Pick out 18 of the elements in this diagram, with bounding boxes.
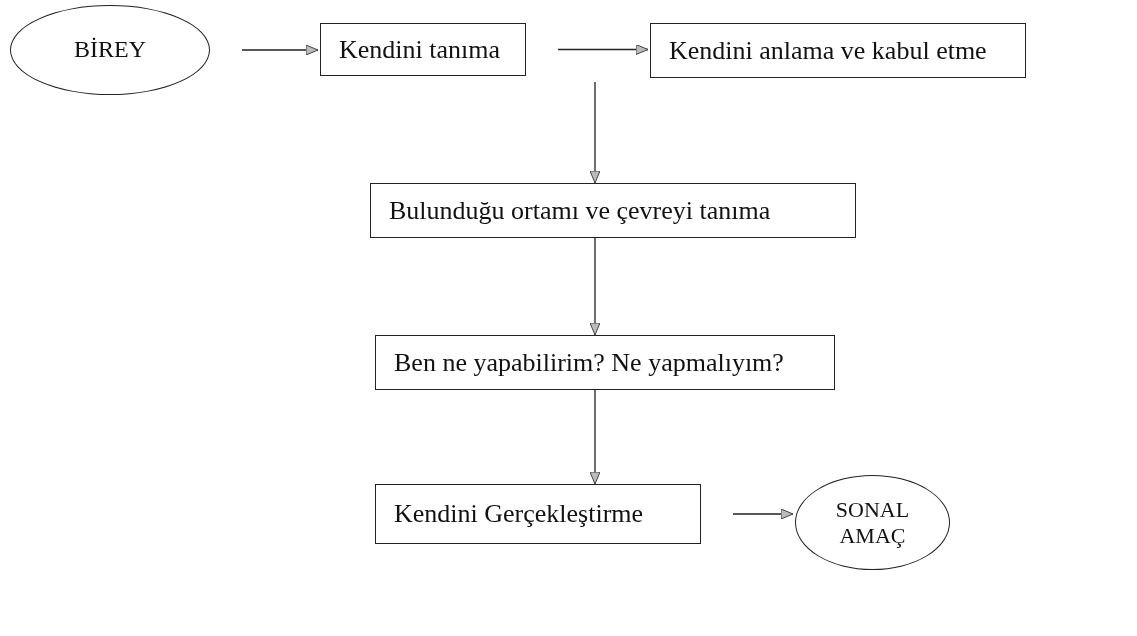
process-box [375, 335, 835, 390]
arrow [589, 389, 601, 485]
arrow [241, 44, 319, 56]
node-label: Ben ne yapabilirim? Ne yapmalıyım? [394, 347, 784, 378]
node-label: BİREY [74, 36, 146, 64]
node-label: Bulunduğu ortamı ve çevreyi tanıma [389, 195, 771, 226]
arrow [589, 81, 601, 184]
node-label: Kendini anlama ve kabul etme [669, 35, 987, 66]
process-box [370, 183, 856, 238]
arrow [557, 44, 649, 55]
process-box [320, 23, 526, 76]
node-label: Kendini tanıma [339, 34, 500, 65]
process-box [375, 484, 701, 544]
arrow [589, 237, 601, 336]
arrow [732, 508, 794, 520]
node-label: SONAL AMAÇ [834, 497, 911, 548]
process-box [650, 23, 1026, 78]
node-label: Kendini Gerçekleştirme [394, 499, 644, 529]
